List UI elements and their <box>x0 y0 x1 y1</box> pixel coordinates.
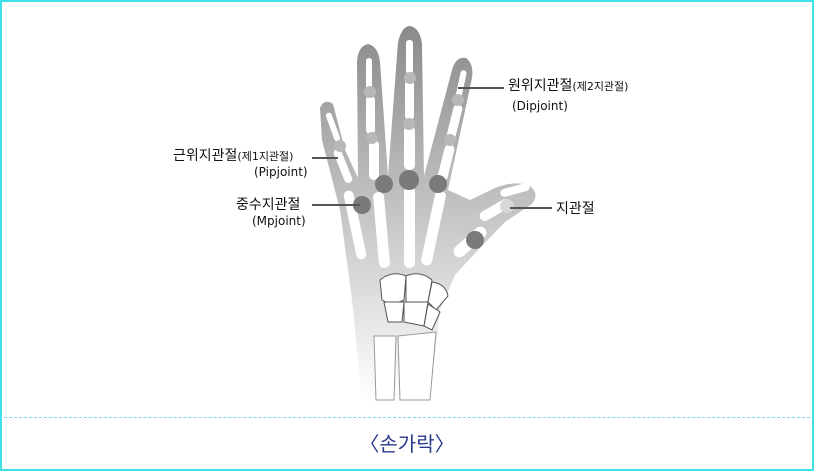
carpal-bones <box>379 273 449 331</box>
dip-joint-label: 원위지관절(제2지관절) <box>508 78 629 94</box>
thumb-joint-label: 지관절 <box>556 201 595 217</box>
finger-bones <box>325 40 530 268</box>
forearm-bones <box>373 331 437 401</box>
mp-joint-english: (Mpjoint) <box>252 214 306 228</box>
figure-caption: 〈손가락〉 <box>359 432 455 456</box>
pip-joint-english: (Pipjoint) <box>254 165 308 179</box>
mp-joint-label: 중수지관절 <box>236 197 301 213</box>
finger-joints <box>334 72 514 213</box>
dip-joint-english: (Dipjoint) <box>512 99 568 113</box>
caption-divider <box>4 417 810 418</box>
leader-lines <box>312 87 552 209</box>
pip-joint-label: 근위지관절(제1지관절) <box>173 148 294 164</box>
hand-skeleton-illustration <box>312 26 552 401</box>
mp-joints <box>353 170 484 249</box>
